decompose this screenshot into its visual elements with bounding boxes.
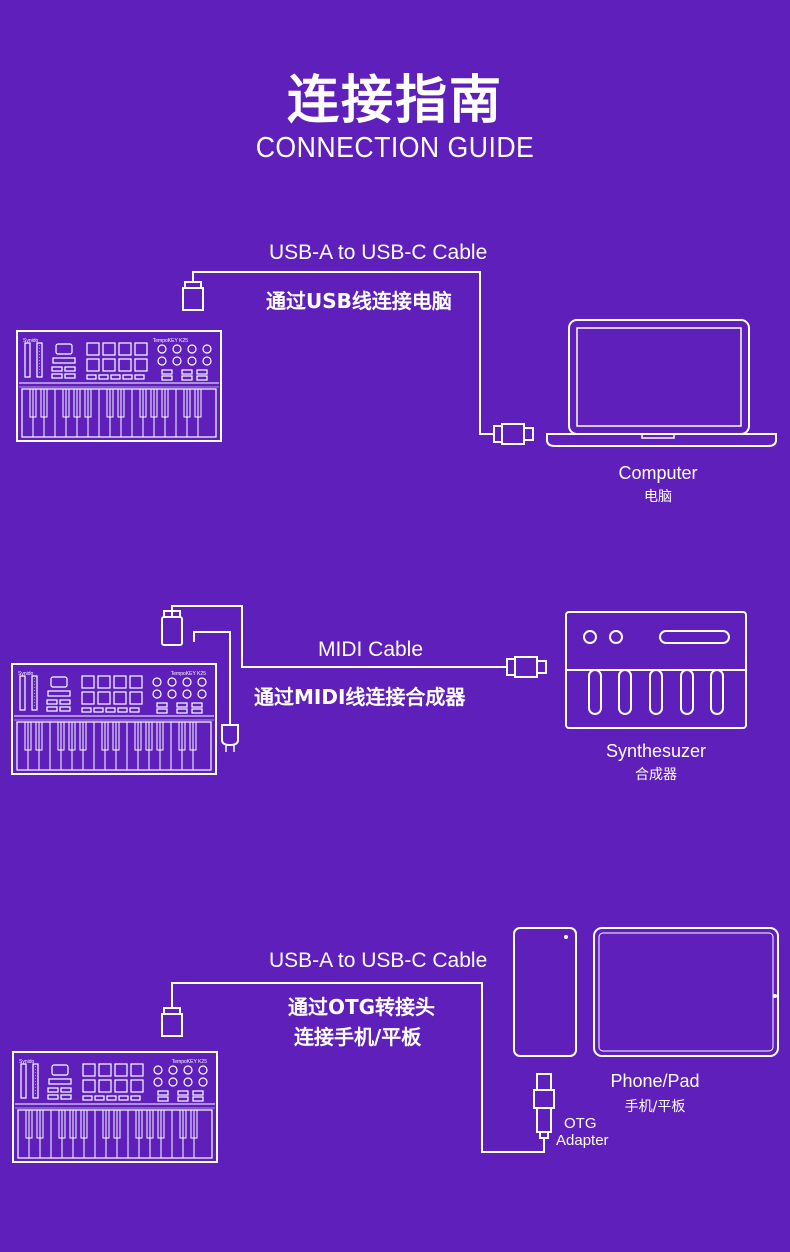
computer-label: Computer	[618, 463, 698, 483]
synthesizer-label: Synthesuzer	[605, 741, 707, 761]
phone-pad-label: Phone/Pad	[610, 1071, 700, 1091]
tablet-icon	[593, 927, 779, 1057]
synthesizer-icon	[565, 611, 747, 729]
keyboard-controller-3: Synido TempoKEY K25	[12, 1051, 218, 1163]
otg-instruction-line1: 通过OTG转接头	[288, 995, 436, 1019]
usb-computer-instruction: 通过USB线连接电脑	[266, 289, 452, 313]
otg-cable	[161, 982, 555, 1153]
keyboard-controller-2: Synido TempoKEY K25	[11, 663, 217, 775]
keyboard-brand: Synido	[23, 338, 39, 344]
midi-cable	[161, 605, 547, 752]
phone-icon	[513, 927, 577, 1057]
computer-label-cn: 电脑	[644, 489, 672, 505]
otg-adapter-label-line2: Adapter	[556, 1132, 609, 1149]
svg-text:Synido: Synido	[18, 671, 34, 677]
svg-text:TempoKEY K25: TempoKEY K25	[172, 1059, 207, 1065]
otg-cable-label: USB-A to USB-C Cable	[269, 949, 488, 972]
midi-cable-label: MIDI Cable	[318, 638, 424, 661]
usb-cable-1	[182, 271, 534, 445]
keyboard-model: TempoKEY K25	[153, 338, 188, 344]
otg-instruction-line2: 连接手机/平板	[294, 1025, 422, 1049]
phone-pad-label-cn: 手机/平板	[624, 1099, 686, 1115]
keyboard-controller-1: Synido TempoKEY K25	[16, 330, 222, 442]
synthesizer-label-cn: 合成器	[635, 767, 677, 783]
page-subtitle: CONNECTION GUIDE	[255, 132, 535, 164]
otg-adapter-label-line1: OTG	[564, 1115, 597, 1132]
usb-cable-label: USB-A to USB-C Cable	[269, 241, 488, 264]
svg-text:Synido: Synido	[19, 1059, 35, 1065]
svg-text:TempoKEY K25: TempoKEY K25	[171, 671, 206, 677]
laptop-icon	[546, 319, 777, 447]
midi-synth-instruction: 通过MIDI线连接合成器	[254, 685, 466, 709]
page-title: 连接指南	[286, 71, 503, 131]
